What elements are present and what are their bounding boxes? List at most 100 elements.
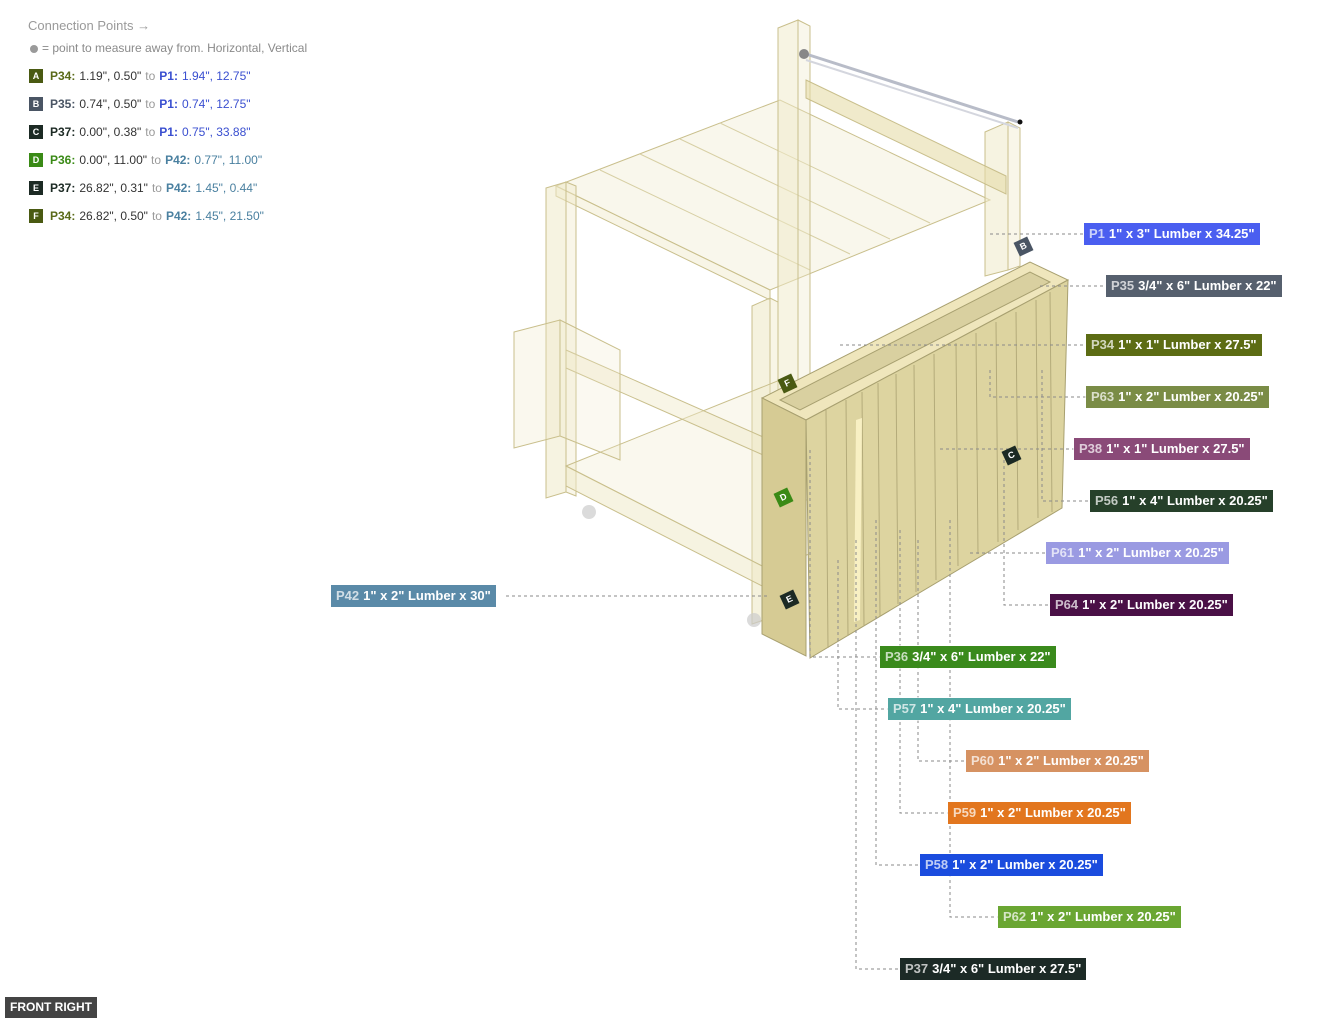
from-part: P34: [50, 69, 76, 83]
part-id: P64 [1055, 597, 1079, 612]
to-word: to [145, 69, 156, 83]
part-description: 1" x 1" Lumber x 27.5" [1118, 337, 1257, 352]
part-description: 1" x 2" Lumber x 20.25" [1030, 909, 1176, 924]
part-id: P37 [905, 961, 929, 976]
target-value: 1.45", 21.50" [195, 209, 264, 223]
part-description: 3/4" x 6" Lumber x 22" [912, 649, 1051, 664]
part-id: P63 [1091, 389, 1115, 404]
rod-end [799, 49, 809, 59]
rod [805, 52, 1019, 124]
part-id: P56 [1095, 493, 1119, 508]
connection-points-note: = point to measure away from. Horizontal… [30, 41, 307, 55]
from-part: P35: [50, 97, 76, 111]
note-text: = point to measure away from. Horizontal… [42, 41, 308, 55]
part-id: P34 [1091, 337, 1115, 352]
from-value: 0.00", 0.38" [79, 125, 142, 139]
connection-badge: F [29, 209, 43, 223]
target-value: 0.74", 12.75" [181, 97, 251, 111]
part-description: 3/4" x 6" Lumber x 27.5" [932, 961, 1082, 976]
part-description: 1" x 4" Lumber x 20.25" [1122, 493, 1268, 508]
target-part: P42: [165, 153, 191, 167]
target-value: 0.75", 33.88" [181, 125, 251, 139]
part-description: 1" x 4" Lumber x 20.25" [920, 701, 1066, 716]
to-word: to [151, 153, 162, 167]
from-value: 1.19", 0.50" [79, 69, 142, 83]
part-description: 1" x 2" Lumber x 20.25" [1082, 597, 1228, 612]
part-description: 1" x 1" Lumber x 27.5" [1106, 441, 1245, 456]
from-value: 0.00", 11.00" [79, 153, 148, 167]
part-description: 1" x 2" Lumber x 20.25" [1078, 545, 1224, 560]
part-id: P62 [1003, 909, 1027, 924]
leader-lines [506, 233, 1106, 970]
part-id: P59 [953, 805, 977, 820]
part-description: 1" x 2" Lumber x 20.25" [1118, 389, 1264, 404]
view-label[interactable]: FRONT RIGHT [5, 997, 97, 1018]
connection-points-title[interactable]: Connection Points → [28, 18, 151, 33]
part-id: P42 [336, 588, 360, 603]
target-value: 1.94", 12.75" [181, 69, 251, 83]
connection-badge: E [29, 181, 43, 195]
target-part: P1: [159, 97, 178, 111]
connection-badge: C [29, 125, 43, 139]
connection-badge: A [29, 69, 43, 83]
to-word: to [145, 97, 156, 111]
measure-point-dot-icon [30, 45, 38, 53]
part-description: 1" x 3" Lumber x 34.25" [1108, 226, 1255, 241]
connection-badge: D [29, 153, 43, 167]
target-value: 0.77", 11.00" [194, 153, 263, 167]
part-id: P57 [893, 701, 917, 716]
part-description: 1" x 2" Lumber x 20.25" [998, 753, 1144, 768]
part-id: P60 [971, 753, 995, 768]
to-word: to [151, 209, 162, 223]
from-part: P34: [50, 209, 76, 223]
from-value: 0.74", 0.50" [79, 97, 142, 111]
connection-badge: B [29, 97, 43, 111]
target-part: P1: [159, 125, 178, 139]
part-id: P38 [1079, 441, 1103, 456]
part-description: 1" x 2" Lumber x 20.25" [952, 857, 1098, 872]
part-description: 3/4" x 6" Lumber x 22" [1138, 278, 1277, 293]
target-part: P42: [165, 181, 192, 195]
to-word: to [151, 181, 162, 195]
part-description: 1" x 2" Lumber x 20.25" [980, 805, 1126, 820]
target-part: P1: [159, 69, 178, 83]
part-description: 1" x 2" Lumber x 30" [363, 588, 491, 603]
from-part: P36: [50, 153, 76, 167]
from-value: 26.82", 0.50" [79, 209, 148, 223]
to-word: to [145, 125, 156, 139]
target-part: P42: [165, 209, 192, 223]
part-id: P1 [1089, 226, 1105, 241]
part-id: P35 [1111, 278, 1135, 293]
part-id: P36 [885, 649, 909, 664]
from-part: P37: [50, 181, 76, 195]
front-cabinet [760, 261, 1070, 659]
from-value: 26.82", 0.31" [79, 181, 148, 195]
part-id: P61 [1051, 545, 1075, 560]
from-part: P37: [50, 125, 76, 139]
part-id: P58 [925, 857, 949, 872]
